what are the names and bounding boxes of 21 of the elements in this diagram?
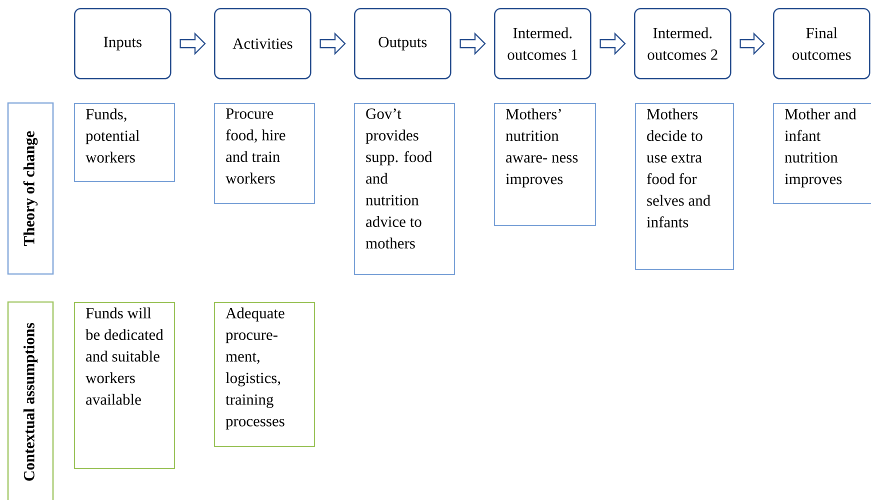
stage-box: Outputs: [354, 8, 452, 80]
text-box: Gov’t provides supp. food and nutrition advice to mothers: [354, 103, 455, 275]
stage-box: Final outcomes: [773, 8, 870, 80]
stage-box: Intermed. outcomes 2: [634, 8, 732, 80]
block-arrow: [460, 32, 486, 56]
block-arrow: [320, 32, 346, 56]
block-arrow: [180, 32, 206, 56]
text-box: Funds, potential workers: [74, 103, 175, 182]
text-box: Procure food, hire and train workers: [214, 103, 315, 204]
stage-box: Intermed. outcomes 1: [494, 8, 592, 80]
stage-box: Inputs: [74, 8, 172, 80]
stage-box: Activities: [214, 8, 312, 80]
text-box: Adequate procure- ment, logistics, training processes: [214, 302, 315, 447]
text-box: Funds will be dedicated and suitable workers available: [74, 302, 175, 469]
row-label-box: Theory of change: [7, 102, 54, 275]
row-label-box: Contextual assumptions: [7, 301, 54, 500]
block-arrow: [600, 32, 626, 56]
text-box: Mother and infant nutrition improves: [773, 103, 871, 204]
text-box: Mothers decide to use extra food for selves and infants: [635, 103, 734, 270]
block-arrow: [740, 32, 765, 56]
text-box: Mothers’ nutrition aware- ness improves: [494, 103, 596, 226]
